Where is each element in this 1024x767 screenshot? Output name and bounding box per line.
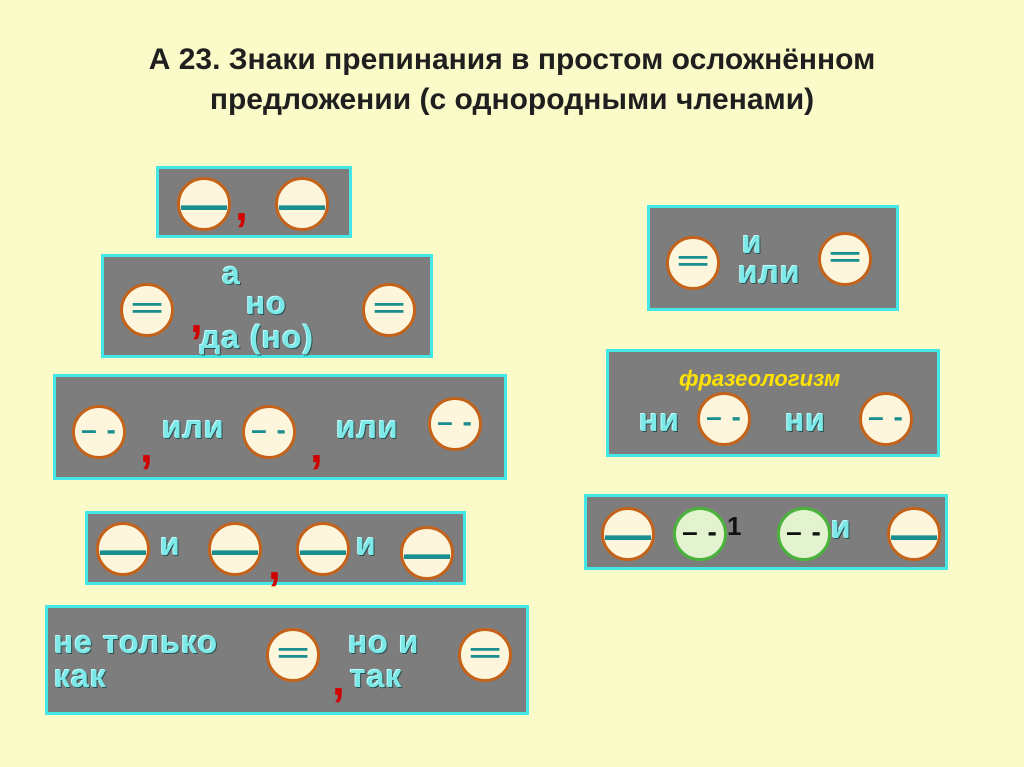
particle-ni: ни [785, 402, 826, 438]
dash-symbol: — [891, 508, 937, 560]
member-circle: ═ [818, 232, 872, 286]
double-underline-symbol: ═ [678, 238, 708, 282]
dash-symbol: — [300, 523, 346, 575]
member-circle: ═ [362, 283, 416, 337]
conjunction-ili: или [738, 254, 801, 290]
scheme-double-conjunction: не только как ═ но и , так ═ [45, 605, 529, 715]
member-circle: — [96, 522, 150, 576]
fragment-text: 1 [727, 511, 743, 541]
conjunction-kak: как [54, 658, 107, 694]
comma-mark: , [310, 420, 323, 472]
dash-dash-symbol: – - [251, 414, 287, 445]
dash-dash-symbol: – - [786, 516, 822, 547]
dash-symbol: — [100, 523, 146, 575]
conjunction-ili: или [336, 409, 399, 445]
member-circle-green: – - [777, 507, 831, 561]
scheme-adversative-conjunctions: ═ , а но да (но) ═ [101, 254, 433, 358]
conjunction-da-no: да (но) [200, 319, 315, 355]
member-circle: – - [242, 405, 296, 459]
dash-dash-symbol: – - [706, 401, 742, 432]
conjunction-ili: или [162, 409, 225, 445]
member-circle-green: – - [673, 507, 727, 561]
conjunction-a: а [222, 255, 241, 291]
comma-mark: , [235, 178, 248, 230]
dash-dash-symbol: – - [81, 414, 117, 445]
dash-symbol: — [279, 178, 325, 230]
conjunction-no-i: но и [348, 624, 420, 660]
comma-mark: , [190, 290, 203, 342]
conjunction-ne-tolko: не только [54, 624, 219, 660]
dash-dash-symbol: – - [437, 406, 473, 437]
dash-symbol: — [181, 178, 227, 230]
double-underline-symbol: ═ [278, 630, 308, 674]
dash-dash-symbol: – - [682, 516, 718, 547]
double-underline-symbol: ═ [132, 285, 162, 329]
conjunction-no: но [246, 285, 287, 321]
phraseologism-label: фразеологизм [679, 366, 841, 391]
dash-symbol: — [404, 527, 450, 579]
member-circle: – - [859, 392, 913, 446]
scheme-paired-i: — и — , — и — [85, 511, 466, 589]
scheme-phraseologism: фразеологизм ни – - ни – - [606, 349, 940, 457]
comma-mark: , [140, 420, 153, 472]
member-circle: ═ [266, 628, 320, 682]
scheme-dash-comma-dash: — , — [156, 166, 352, 238]
member-circle: — [296, 522, 350, 576]
particle-ni: ни [639, 402, 680, 438]
title-line-2: предложении (с однородными членами) [209, 83, 815, 116]
double-underline-symbol: ═ [830, 234, 860, 278]
member-circle: — [208, 522, 262, 576]
scheme-i-ili-no-comma: ═ и или ═ [647, 205, 899, 311]
member-circle: — [275, 177, 329, 231]
comma-mark: , [268, 537, 281, 589]
comma-mark: , [332, 653, 345, 705]
member-circle: – - [72, 405, 126, 459]
member-circle: — [177, 177, 231, 231]
member-circle: ═ [458, 628, 512, 682]
member-circle: ═ [666, 236, 720, 290]
dash-symbol: — [212, 523, 258, 575]
conjunction-i: и [356, 526, 377, 562]
title-line-1: А 23. Знаки препинания в простом осложнё… [148, 43, 876, 76]
member-circle: ═ [120, 283, 174, 337]
scheme-homogeneous-groups: — – - 1 – - и — [584, 494, 948, 570]
member-circle: – - [697, 392, 751, 446]
member-circle: – - [428, 397, 482, 451]
scheme-ili-repeated: – - , или – - , или – - [53, 374, 507, 480]
member-circle: — [601, 507, 655, 561]
double-underline-symbol: ═ [470, 630, 500, 674]
conjunction-i: и [742, 224, 763, 260]
conjunction-i: и [831, 509, 852, 545]
member-circle: — [400, 526, 454, 580]
conjunction-i: и [160, 526, 181, 562]
dash-symbol: — [605, 508, 651, 560]
double-underline-symbol: ═ [374, 285, 404, 329]
page-title: А 23. Знаки препинания в простом осложнё… [60, 40, 964, 120]
conjunction-tak: так [350, 658, 403, 694]
member-circle: — [887, 507, 941, 561]
dash-dash-symbol: – - [868, 401, 904, 432]
